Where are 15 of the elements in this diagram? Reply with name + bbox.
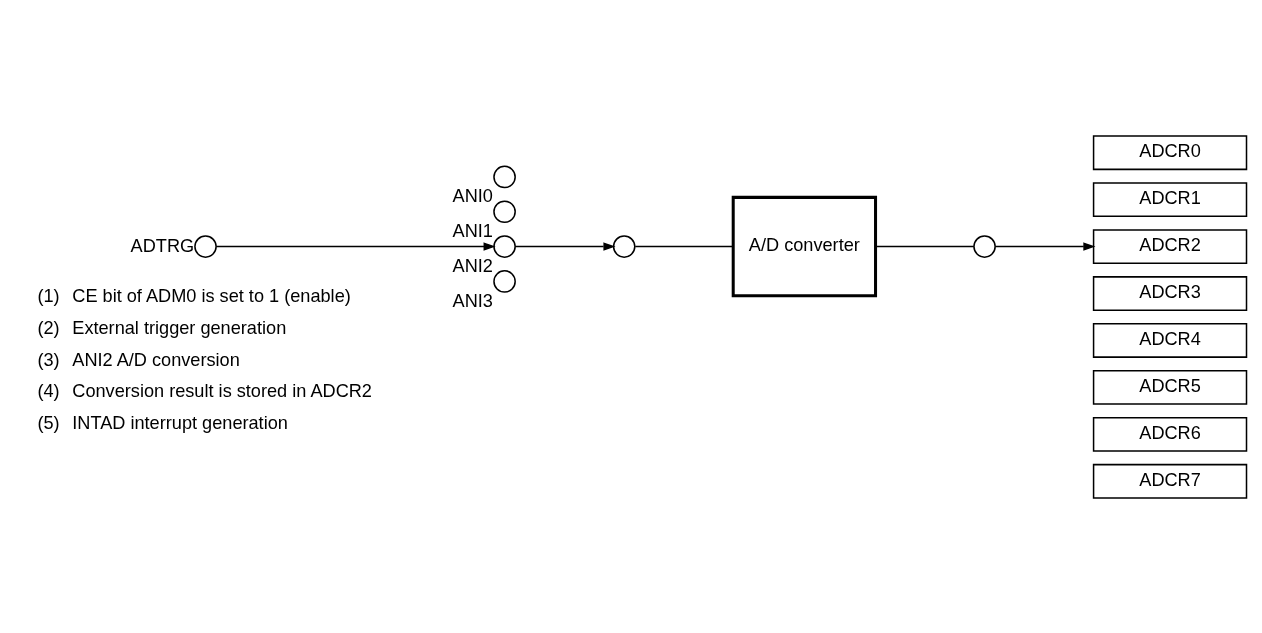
label: CE bit of ADM0 is set to 1 (enable) bbox=[72, 285, 351, 306]
node-label: ANI1 bbox=[452, 220, 493, 241]
label: External trigger generation bbox=[72, 317, 287, 338]
node-label: ANI2 bbox=[452, 255, 493, 276]
label: (3) bbox=[37, 349, 60, 370]
label: (5) bbox=[37, 412, 60, 433]
label: (4) bbox=[37, 380, 60, 401]
label: (2) bbox=[37, 317, 60, 338]
label: (1) bbox=[37, 285, 60, 306]
label: ANI2 A/D conversion bbox=[72, 349, 240, 370]
label: Conversion result is stored in ADCR2 bbox=[72, 380, 372, 401]
node-label: ANI3 bbox=[452, 290, 493, 311]
node-label: ADTRG bbox=[130, 235, 195, 256]
label: INTAD interrupt generation bbox=[72, 412, 288, 433]
node-label: ANI0 bbox=[452, 185, 493, 206]
